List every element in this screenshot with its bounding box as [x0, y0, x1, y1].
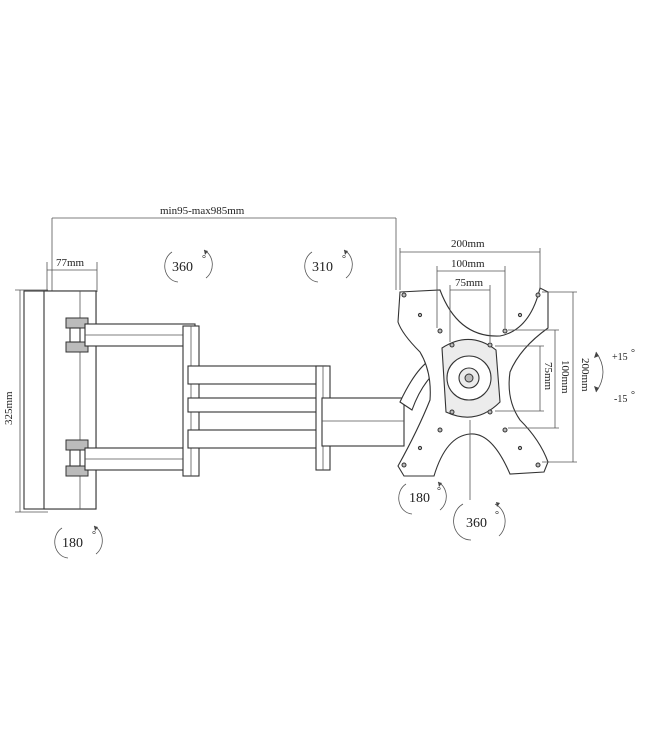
second-arm [187, 365, 327, 449]
wall-depth-dimension: 77mm [46, 257, 98, 292]
rotation-wall-label: 180 [62, 536, 83, 551]
rotation-plate-swivel-label: 180 [409, 491, 430, 506]
vesa-vertical-dimensions: 200mm 100mm 75mm [495, 291, 591, 463]
vesa-horizontal-dimensions: 200mm 100mm 75mm [399, 238, 541, 342]
tilt-down-degree: ° [631, 390, 635, 401]
tilt-down-label: -15 [614, 394, 627, 405]
rotation-arm-inner: 360 ° [164, 249, 213, 283]
wall-depth-label: 77mm [56, 257, 85, 269]
rotation-plate-rotate-label: 360 [466, 516, 487, 531]
tilt-up-label: +15 [612, 352, 628, 363]
vesa-v-200-label: 200mm [579, 358, 591, 392]
wall-hinge-top [65, 317, 89, 353]
rotation-plate-swivel-degree: ° [437, 486, 441, 497]
rotation-arm-inner-label: 360 [172, 260, 193, 275]
tilt-indicator: +15 ° -15 ° [594, 348, 635, 405]
rotation-plate-rotate: 360 ° [453, 420, 506, 541]
first-arm [84, 323, 196, 471]
rotation-wall: 180 ° [54, 525, 103, 559]
vesa-h-200-label: 200mm [451, 238, 485, 250]
rotation-arm-outer: 310 ° [304, 249, 353, 283]
rotation-wall-degree: ° [92, 530, 96, 541]
rotation-arm-outer-degree: ° [342, 254, 346, 265]
vesa-v-100-label: 100mm [559, 360, 571, 394]
vesa-v-75-label: 75mm [542, 362, 554, 391]
vesa-h-75-label: 75mm [455, 277, 484, 289]
rotation-arm-outer-label: 310 [312, 260, 333, 275]
rotation-plate-rotate-degree: ° [495, 510, 499, 521]
tilt-up-degree: ° [631, 348, 635, 359]
vesa-plate [397, 287, 549, 477]
height-label: 325mm [3, 391, 15, 425]
vesa-h-100-label: 100mm [451, 258, 485, 270]
extension-label: min95-max985mm [160, 205, 245, 217]
rotation-plate-swivel: 180 ° [398, 481, 447, 515]
rotation-arm-inner-degree: ° [202, 254, 206, 265]
height-dimension: 325mm [3, 289, 48, 513]
wall-hinge-bottom [65, 439, 89, 477]
extension-dimension: min95-max985mm [51, 205, 397, 300]
